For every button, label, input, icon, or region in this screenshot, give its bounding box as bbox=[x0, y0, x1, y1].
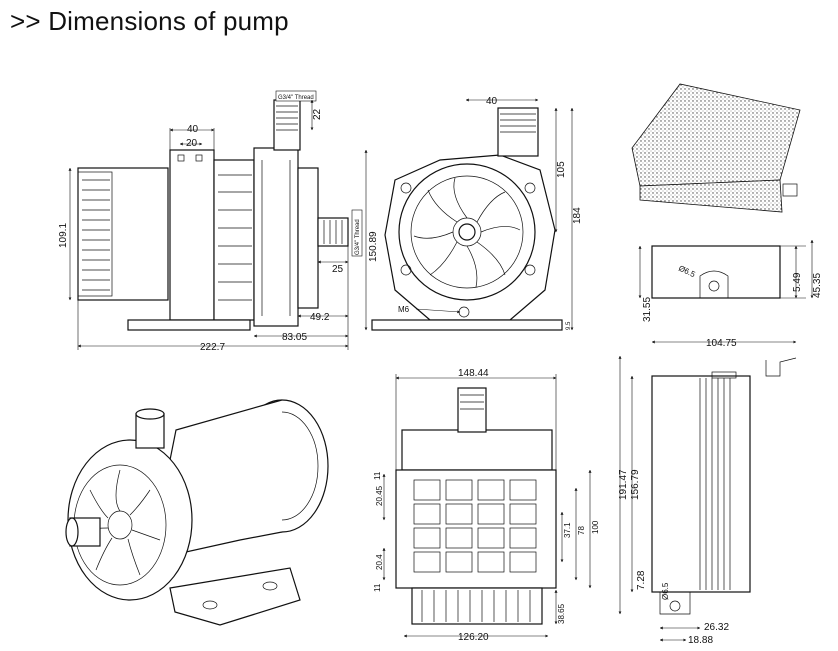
volute-body bbox=[213, 159, 255, 321]
top-bracket bbox=[395, 469, 557, 589]
top-motor-fins bbox=[411, 587, 543, 625]
iso-outlet bbox=[135, 413, 165, 449]
dim-label: 31.55 bbox=[642, 297, 653, 322]
pump-flange bbox=[253, 147, 299, 327]
dim-label: 222.7 bbox=[200, 342, 225, 353]
inlet-port bbox=[317, 217, 349, 247]
dim-label: 20.45 bbox=[375, 485, 384, 506]
side-view: 40 20 G3/4" Thread 22 109.1 G3/4" Thread… bbox=[58, 90, 379, 353]
dim-label: 18.88 bbox=[688, 635, 713, 646]
dim-label: 9.5 bbox=[566, 321, 572, 330]
dim-label: 7.28 bbox=[636, 570, 647, 590]
page-title: >> Dimensions of pump bbox=[10, 6, 289, 36]
dim-label: 40 bbox=[187, 124, 199, 135]
dim-label: 105 bbox=[556, 161, 567, 178]
dim-label: 191.47 bbox=[618, 469, 629, 500]
dim-label: 20 bbox=[186, 138, 198, 149]
front-base bbox=[371, 319, 563, 331]
dim-label: 5.49 bbox=[792, 272, 803, 292]
hole-label: Ø6.5 bbox=[661, 582, 670, 600]
dim-label: 150.89 bbox=[368, 231, 379, 262]
dim-label: 45.35 bbox=[812, 273, 823, 298]
iso-volute bbox=[67, 439, 193, 601]
dim-label: 184 bbox=[572, 207, 583, 224]
dim-label: 20.4 bbox=[375, 554, 384, 570]
base-plate bbox=[127, 319, 251, 331]
outlet-port bbox=[273, 99, 301, 151]
dim-label: 26.32 bbox=[704, 622, 729, 633]
dim-label: 11 bbox=[373, 583, 382, 592]
pump-isometric bbox=[65, 399, 329, 626]
thread-label: G3/4" Thread bbox=[278, 95, 314, 101]
thread-label: M6 bbox=[398, 305, 410, 314]
dim-label: 11 bbox=[373, 471, 382, 480]
driver-iso-body bbox=[631, 83, 801, 187]
driver-top-body bbox=[651, 375, 751, 593]
driver-side-view: Ø6.5 5.49 45.35 31.55 bbox=[638, 239, 823, 322]
top-volute bbox=[401, 429, 553, 471]
dim-label: 83.05 bbox=[282, 332, 307, 343]
dim-label: 22 bbox=[312, 108, 323, 120]
dim-label: 156.79 bbox=[630, 469, 641, 500]
rear-fins bbox=[77, 171, 113, 297]
driver-isometric bbox=[631, 83, 801, 213]
dim-label: 100 bbox=[591, 520, 600, 534]
top-view: 148.44 11 20.45 20.4 11 37.1 78 100 38.6… bbox=[373, 368, 600, 643]
dim-label: 38.65 bbox=[557, 603, 566, 624]
thread-label: G3/4" Thread bbox=[355, 219, 361, 255]
dim-label: 126.20 bbox=[458, 632, 489, 643]
dim-label: 148.44 bbox=[458, 368, 489, 379]
dim-label: 78 bbox=[577, 526, 586, 535]
dim-label: 109.1 bbox=[58, 223, 69, 248]
top-outlet bbox=[457, 387, 487, 433]
mount-bracket bbox=[169, 149, 215, 321]
dim-label: 49.2 bbox=[310, 312, 330, 323]
dim-label: 104.75 bbox=[706, 338, 737, 349]
impeller-vanes bbox=[413, 177, 521, 288]
driver-top-view: 104.75 156.79 191.47 7.28 Ø6.5 26.32 18.… bbox=[618, 338, 797, 646]
dim-label: 37.1 bbox=[563, 522, 572, 538]
driver-side-body bbox=[651, 245, 781, 299]
iso-base bbox=[169, 567, 301, 626]
dim-label: 40 bbox=[486, 96, 498, 107]
dim-label: 25 bbox=[332, 264, 344, 275]
front-view: 40 105 184 M6 9.5 bbox=[371, 96, 583, 331]
bracket-grid bbox=[413, 479, 537, 573]
